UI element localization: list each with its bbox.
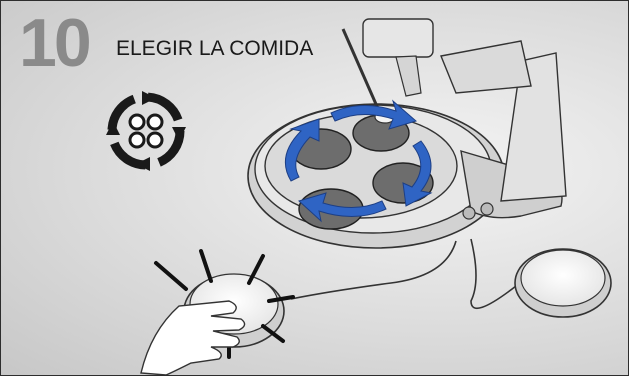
press-button-illustration xyxy=(140,249,295,375)
feeding-robot-illustration xyxy=(247,18,567,249)
step-number: 10 xyxy=(19,5,92,81)
cable-to-button xyxy=(290,240,457,300)
external-switch-illustration xyxy=(514,248,612,318)
cable-to-switch xyxy=(470,238,517,310)
rotate-bowls-icon xyxy=(106,91,186,171)
step-title: ELEGIR LA COMIDA xyxy=(116,37,314,60)
